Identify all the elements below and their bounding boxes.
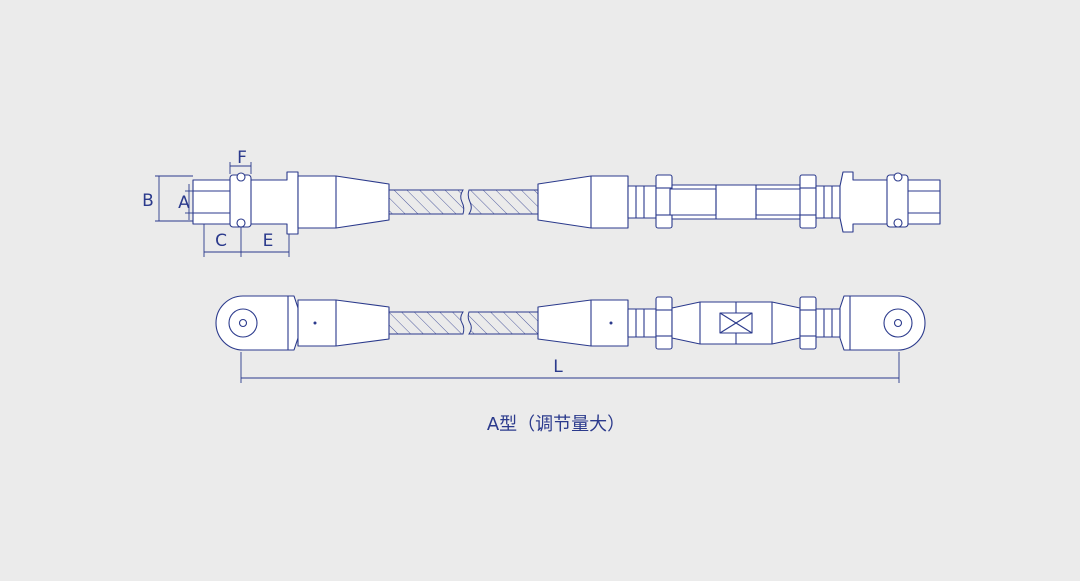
side-left-nut: [655, 296, 673, 350]
dimension-l: [240, 352, 900, 383]
top-left-socket: [297, 175, 390, 229]
side-left-socket: [297, 299, 390, 347]
top-right-nut: [799, 174, 817, 229]
side-cable-left: [388, 311, 465, 335]
side-view: [215, 295, 926, 351]
label-f: F: [237, 148, 247, 168]
side-right-eye: [839, 295, 926, 351]
top-cable-left: [388, 189, 465, 215]
label-l: L: [553, 357, 563, 377]
side-right-socket: [537, 299, 629, 347]
top-cable-right: [467, 189, 539, 215]
top-right-socket: [537, 175, 629, 229]
side-right-nut: [799, 296, 817, 350]
diagram-caption: A型（调节量大）: [487, 414, 625, 435]
label-a: A: [178, 193, 190, 213]
dimension-lines: [155, 162, 290, 257]
label-b: B: [142, 191, 154, 211]
top-view: [192, 171, 941, 235]
label-c: C: [215, 231, 227, 251]
side-cable-right: [467, 311, 539, 335]
label-e: E: [263, 231, 274, 251]
